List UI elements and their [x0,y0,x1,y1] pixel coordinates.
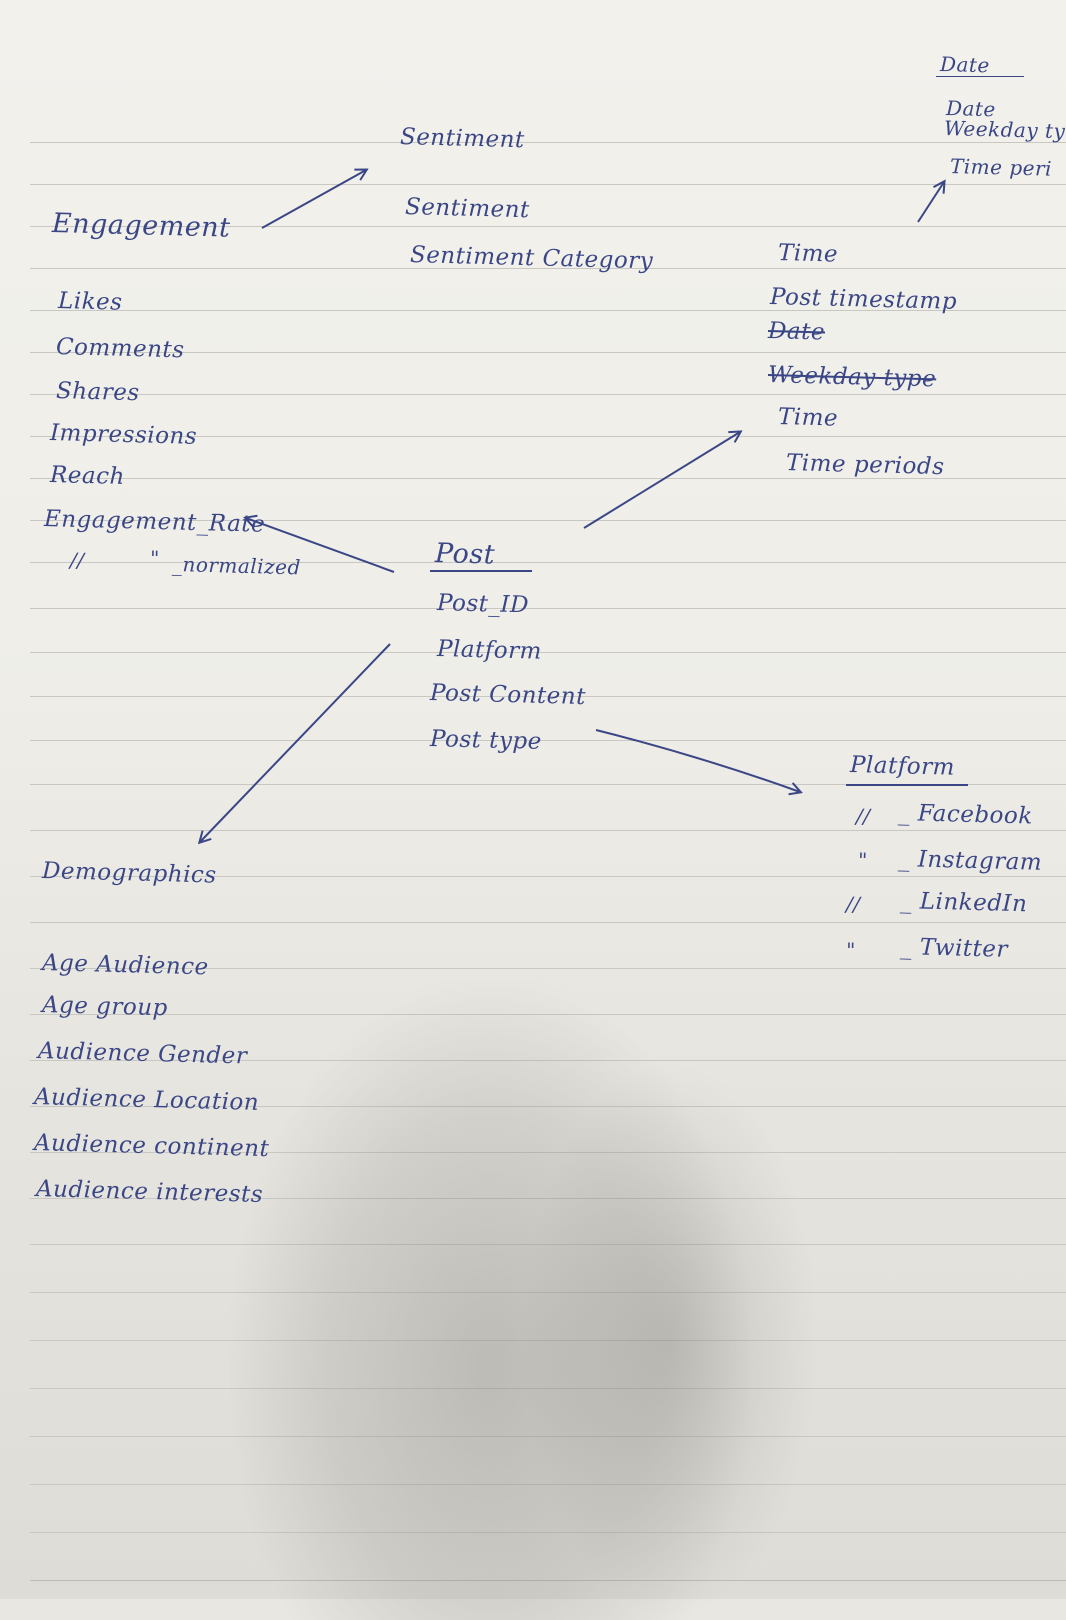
arrow-post-to-engagement [246,518,395,573]
ruled-line [30,968,1066,969]
ruled-line [30,184,1066,185]
arrow-post-to-demographics [200,643,391,842]
ruled-line [30,1388,1066,1389]
ruled-line [30,394,1066,395]
ruled-line [30,1580,1066,1581]
ruled-line [30,142,1066,143]
post-title-underline [430,570,532,572]
ruled-line [30,1152,1066,1153]
ruled-line [30,696,1066,697]
ruled-line [30,268,1066,269]
ruled-line [30,922,1066,923]
arrow-engagement-to-sentiment [261,170,366,229]
ruled-line [30,310,1066,311]
ruled-line [30,1436,1066,1437]
ruled-line [30,608,1066,609]
arrow-post-to-time [583,432,740,529]
platform-title-underline [846,784,968,786]
ruled-line [30,1244,1066,1245]
ruled-line [30,830,1066,831]
ruled-line [30,520,1066,521]
arrow-post-to-platform [595,729,800,792]
ruled-line [30,876,1066,877]
ruled-line [30,1532,1066,1533]
ruled-line [30,784,1066,785]
ruled-line [30,1340,1066,1341]
ruled-line [30,1106,1066,1107]
date-title-underline [936,76,1024,77]
ruled-line [30,1198,1066,1199]
ruled-line [30,478,1066,479]
ruled-line [30,436,1066,437]
ruled-line [30,652,1066,653]
ruled-line [30,1060,1066,1061]
arrow-time-to-date [917,182,944,223]
ruled-line [30,1484,1066,1485]
ruled-line [30,562,1066,563]
ruled-line [30,352,1066,353]
ruled-line [30,1292,1066,1293]
ruled-line [30,740,1066,741]
ruled-line [30,1014,1066,1015]
ruled-line [30,226,1066,227]
